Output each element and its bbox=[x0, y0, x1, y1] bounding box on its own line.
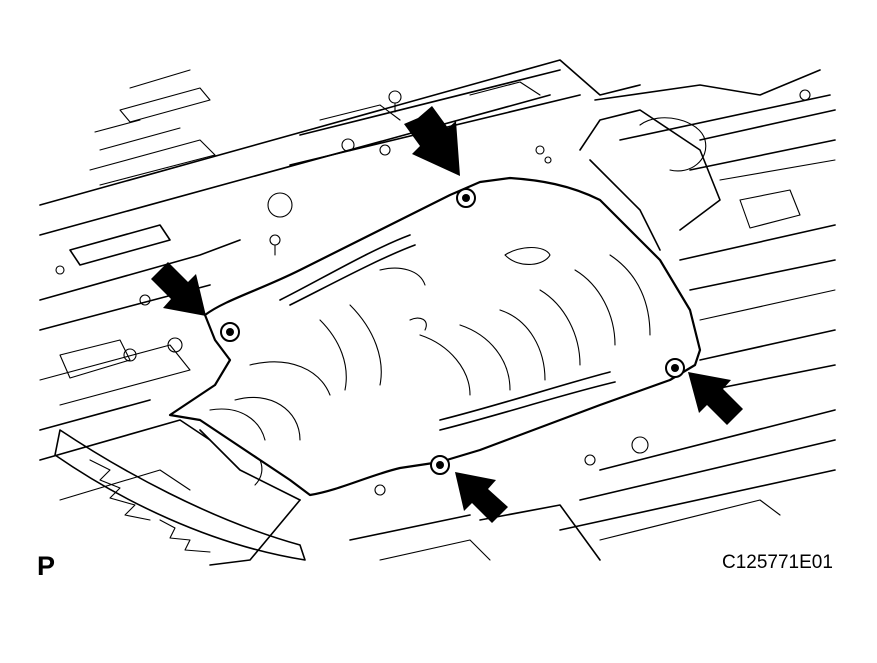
chassis-background bbox=[39, 59, 836, 566]
bolt-icon bbox=[665, 358, 685, 378]
arrow-icon bbox=[455, 472, 508, 523]
bolt-icon bbox=[220, 322, 240, 342]
bolt-icon bbox=[456, 188, 476, 208]
view-label: P bbox=[37, 551, 56, 581]
figure-code: C125771E01 bbox=[722, 552, 833, 573]
bolt-icon bbox=[430, 455, 450, 475]
arrow-icon bbox=[688, 372, 743, 425]
bolts bbox=[220, 188, 685, 475]
heat-insulator bbox=[168, 176, 702, 497]
arrow-icon bbox=[151, 262, 206, 316]
arrows bbox=[151, 106, 743, 523]
arrow-icon bbox=[404, 106, 460, 176]
